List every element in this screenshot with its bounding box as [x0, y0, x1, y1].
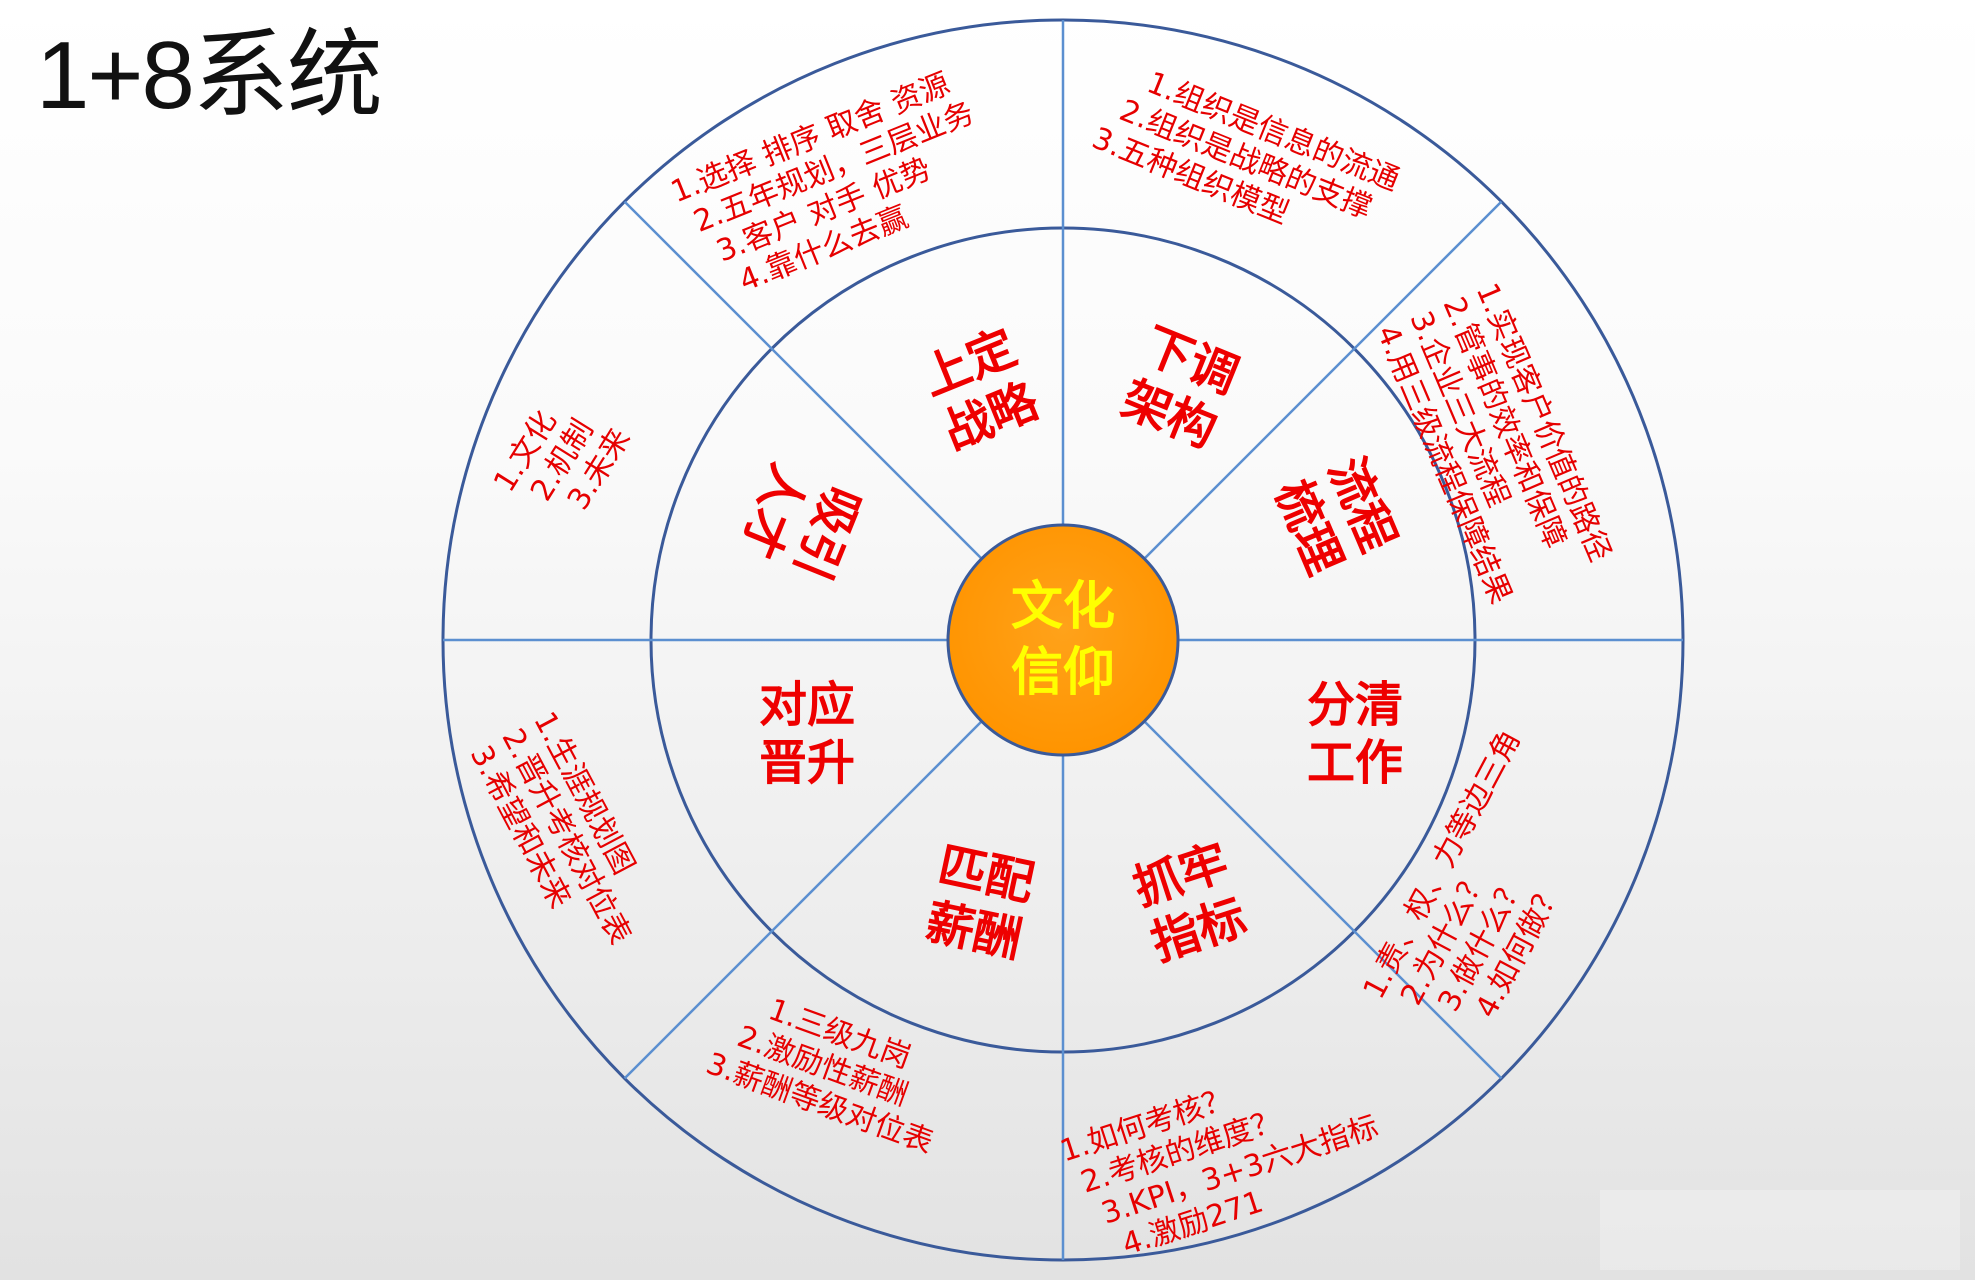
spokes [443, 20, 1683, 1260]
inner-label-work: 分清 工作 [1306, 677, 1403, 791]
center-label: 文化 信仰 [963, 574, 1163, 706]
center-label-line1: 文化 [1010, 577, 1115, 637]
inner-label-promotion: 对应 晋升 [758, 677, 855, 791]
center-circle [946, 523, 1180, 757]
faded-watermark [1600, 1190, 1960, 1270]
center-label-line2: 信仰 [1010, 643, 1115, 703]
page-title: 1+8系统 [36, 22, 383, 129]
